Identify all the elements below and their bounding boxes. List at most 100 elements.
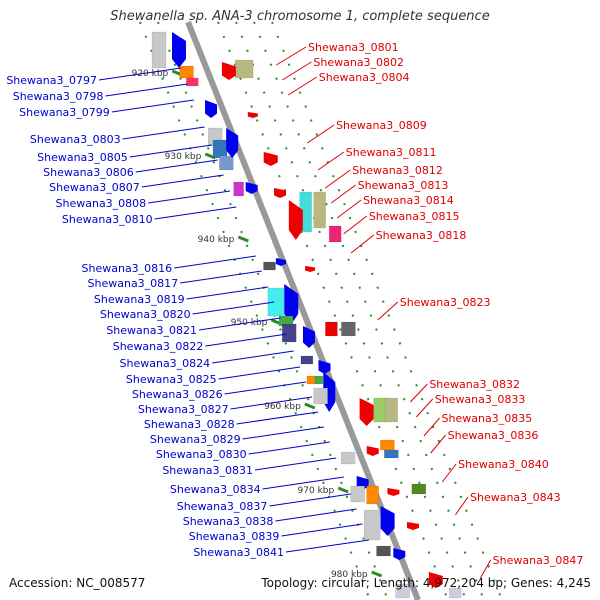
gene-label-forward: Shewana3_0801	[308, 41, 399, 54]
gene-feature-arrow	[226, 128, 239, 158]
scale-tick	[304, 402, 316, 410]
gene-feature-block	[151, 31, 167, 69]
leader-line-reverse	[148, 190, 231, 204]
leader-line-forward	[416, 398, 434, 418]
gene-feature-block	[314, 375, 324, 385]
gene-label-reverse: Shewana3_0839	[189, 530, 280, 543]
leader-line-reverse	[275, 508, 357, 522]
leader-line-forward	[287, 76, 318, 96]
gene-label-reverse: Shewana3_0819	[94, 293, 185, 306]
gene-label-forward: Shewana3_0835	[442, 412, 533, 425]
gene-label-forward: Shewana3_0811	[346, 146, 437, 159]
gene-label-reverse: Shewana3_0834	[170, 483, 261, 496]
gene-feature-block	[281, 323, 297, 343]
gene-feature-block	[328, 225, 342, 243]
gene-label-forward: Shewana3_0812	[352, 164, 443, 177]
gene-label-reverse: Shewana3_0797	[6, 74, 97, 87]
scale-label: 920 kbp	[132, 69, 169, 79]
gene-label-forward: Shewana3_0843	[470, 491, 561, 504]
gene-feature-block	[306, 375, 316, 385]
topology-text: Topology: circular; Length: 4,972,204 bp…	[261, 576, 591, 590]
leader-line-forward	[423, 417, 440, 437]
gene-feature-arrow	[284, 284, 299, 324]
leader-line-reverse	[198, 317, 281, 331]
gene-label-reverse: Shewana3_0826	[132, 388, 223, 401]
gene-label-reverse: Shewana3_0816	[82, 262, 173, 275]
scale-label: 940 kbp	[198, 235, 235, 245]
leader-line-forward	[336, 199, 362, 219]
gene-label-reverse: Shewana3_0822	[113, 340, 204, 353]
map-title: Shewanella sp. ANA-3 chromosome 1, compl…	[110, 9, 490, 24]
leader-line-forward	[317, 151, 345, 171]
gene-label-forward: Shewana3_0804	[319, 71, 410, 84]
gene-feature-block	[300, 355, 314, 365]
gene-labels: Shewana3_0801Shewana3_0802Shewana3_0804S…	[6, 41, 583, 567]
gene-feature-block	[325, 321, 338, 337]
gene-feature-block	[380, 439, 395, 451]
gene-feature-block	[340, 451, 356, 465]
gene-label-reverse: Shewana3_0824	[120, 357, 211, 370]
leader-line-forward	[480, 559, 492, 579]
leader-line-reverse	[98, 67, 182, 81]
gene-feature-block	[212, 139, 228, 159]
gene-feature-block	[219, 155, 234, 171]
scale-label: 970 kbp	[298, 486, 335, 496]
leader-line-forward	[324, 169, 351, 189]
gene-feature-arrow	[380, 506, 395, 536]
leader-line-reverse	[205, 333, 288, 347]
gene-feature-arrow	[366, 446, 379, 456]
leader-line-reverse	[192, 301, 275, 315]
leader-line-reverse	[262, 476, 344, 490]
leader-line-forward	[410, 383, 428, 403]
leader-line-reverse	[212, 350, 294, 364]
gene-label-forward: Shewana3_0813	[358, 179, 449, 192]
gene-feature-arrow	[288, 200, 303, 240]
gene-feature-block	[313, 387, 328, 405]
scale-tick	[237, 235, 249, 243]
gene-label-reverse: Shewana3_0799	[19, 106, 110, 119]
track-guides	[139, 21, 503, 600]
gene-feature-block	[233, 181, 244, 197]
gene-feature-arrow	[302, 326, 315, 348]
gene-label-forward: Shewana3_0809	[336, 119, 427, 132]
gene-feature-block	[384, 449, 399, 459]
leader-line-reverse	[281, 523, 363, 537]
leader-line-reverse	[174, 255, 256, 269]
gene-feature-block	[448, 587, 462, 599]
leader-line-reverse	[129, 144, 212, 158]
gene-feature-arrow	[247, 112, 258, 118]
leader-line-reverse	[269, 493, 351, 507]
gene-feature-block	[267, 287, 285, 317]
leader-line-forward	[350, 234, 374, 254]
leader-line-reverse	[122, 126, 205, 140]
gene-feature-arrow	[263, 152, 278, 166]
gene-feature-block	[373, 397, 386, 423]
gene-label-reverse: Shewana3_0808	[56, 197, 147, 210]
leader-line-reverse	[224, 381, 307, 395]
leader-line-reverse	[285, 539, 369, 553]
gene-feature-arrow	[428, 572, 443, 588]
gene-label-forward: Shewana3_0847	[493, 554, 584, 567]
gene-feature-arrow	[171, 32, 186, 68]
gene-label-reverse: Shewana3_0825	[126, 373, 217, 386]
gene-feature-block	[411, 483, 427, 495]
gene-feature-block	[313, 191, 326, 229]
gene-label-reverse: Shewana3_0838	[183, 515, 274, 528]
leader-line-forward	[377, 301, 399, 321]
gene-label-reverse: Shewana3_0820	[100, 308, 191, 321]
chromosome-backbone	[185, 20, 421, 600]
gene-label-forward: Shewana3_0836	[448, 429, 539, 442]
leader-line-forward	[441, 463, 457, 483]
gene-feature-arrow	[393, 548, 406, 560]
leader-line-reverse	[242, 426, 325, 440]
leader-line-forward	[454, 496, 469, 516]
leader-line-reverse	[248, 441, 330, 455]
scale-tick	[371, 570, 383, 578]
gene-label-forward: Shewana3_0832	[429, 378, 520, 391]
gene-label-reverse: Shewana3_0830	[156, 448, 247, 461]
leader-line-forward	[343, 215, 368, 235]
leader-line-reverse	[180, 270, 262, 284]
gene-label-forward: Shewana3_0840	[458, 458, 549, 471]
gene-label-reverse: Shewana3_0806	[43, 166, 134, 179]
leader-line-reverse	[111, 99, 194, 113]
